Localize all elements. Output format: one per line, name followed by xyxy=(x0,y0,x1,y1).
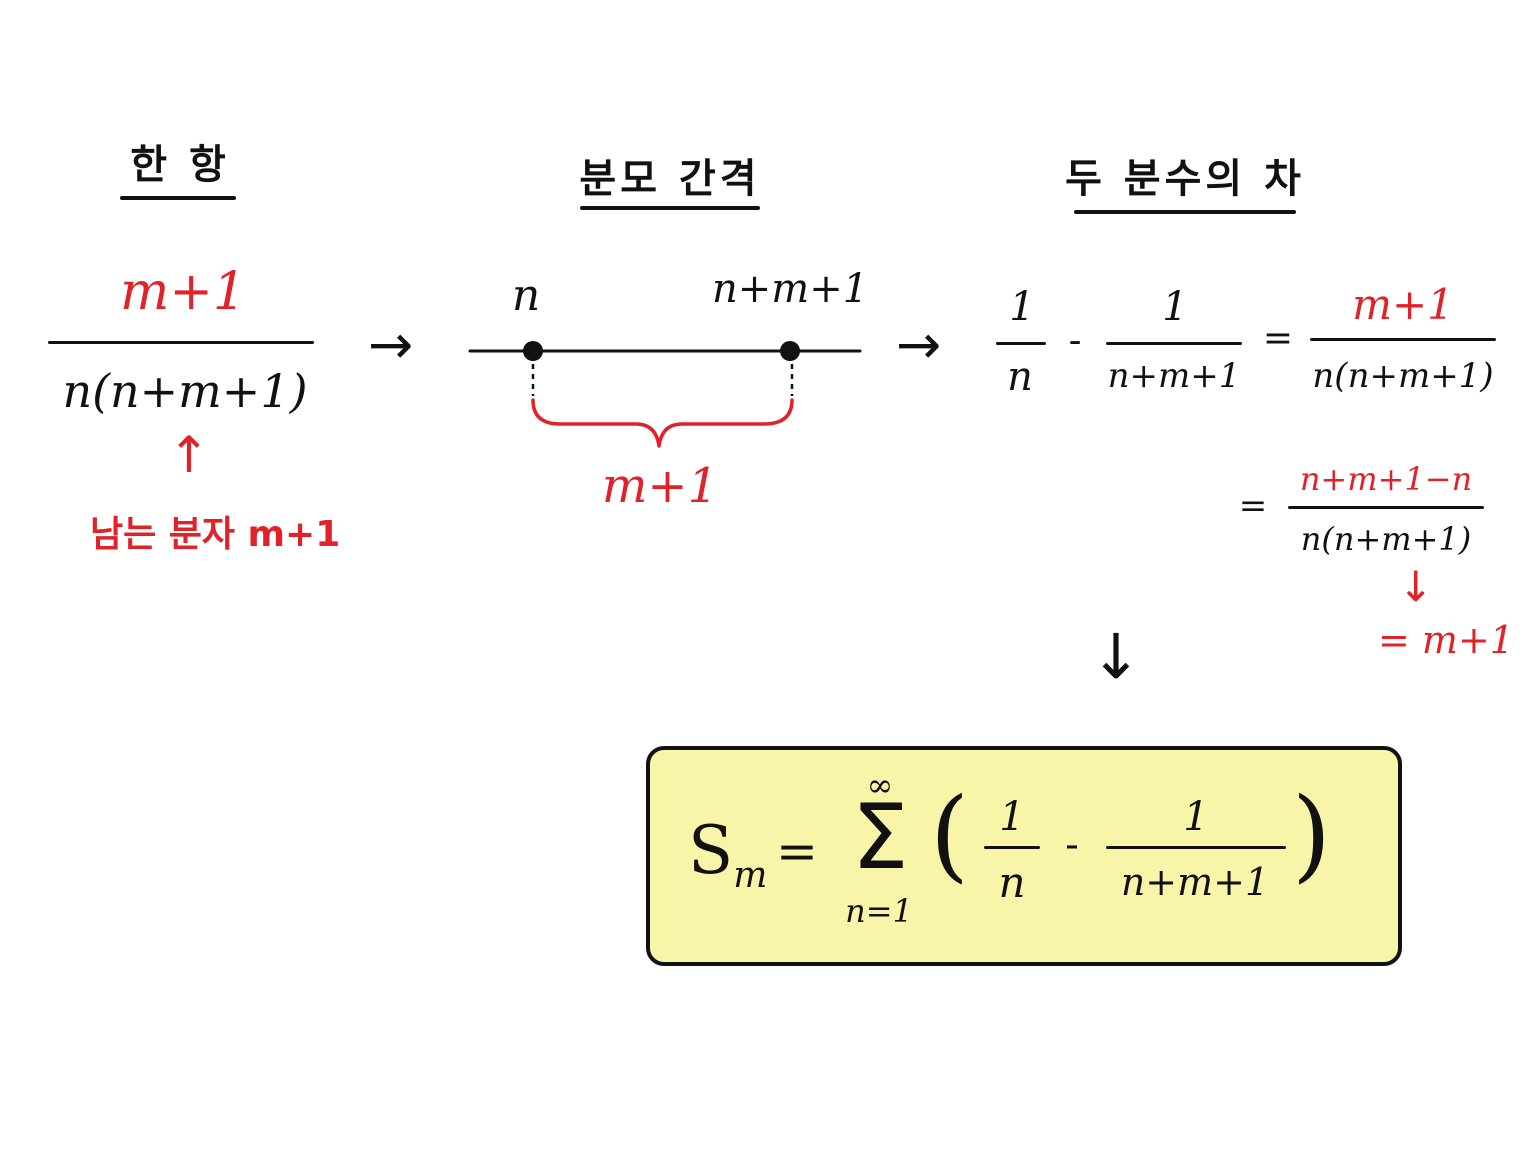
summation-lower-limit: n=1 xyxy=(845,892,913,930)
diff-frac1-denominator: n xyxy=(1007,354,1033,400)
heading-fraction-difference: 두 분수의 차 xyxy=(1065,156,1305,202)
left-point-dot xyxy=(523,341,543,361)
heading-fraction-difference-underline xyxy=(1074,210,1296,214)
right-arrow-icon: → xyxy=(368,313,414,376)
result-frac2-numerator: 1 xyxy=(1183,794,1209,840)
result-equals-sign: = xyxy=(776,822,818,880)
summation-sigma: Σ xyxy=(851,785,909,890)
heading-denominator-gap: 분모 간격 xyxy=(579,156,761,202)
result-box xyxy=(646,746,1402,966)
right-point-dot xyxy=(780,341,800,361)
summation-upper-limit: ∞ xyxy=(866,766,894,804)
result-frac2-denominator: n+m+1 xyxy=(1120,860,1270,904)
term-fraction-bar xyxy=(48,341,314,344)
result-frac2-bar xyxy=(1106,846,1286,849)
gap-label: m+1 xyxy=(601,458,719,514)
diff-frac2-numerator: 1 xyxy=(1162,284,1188,330)
number-line-left-label: n xyxy=(511,270,541,321)
diff-minus-sign: - xyxy=(1068,318,1082,362)
result-lhs-s: S xyxy=(688,812,734,889)
number-line-right-label: n+m+1 xyxy=(712,266,869,312)
heading-one-term-underline xyxy=(120,196,236,200)
result-open-paren: ( xyxy=(930,776,970,893)
step3-result: = m+1 xyxy=(1378,618,1514,662)
diff-frac1-bar xyxy=(996,342,1046,345)
result-frac1-numerator: 1 xyxy=(999,794,1025,840)
down-arrow-small-icon: ↓ xyxy=(1398,562,1434,611)
right-arrow-icon: → xyxy=(896,313,942,376)
up-arrow-icon: ↑ xyxy=(168,426,210,484)
gap-brace xyxy=(531,398,794,448)
diff-result-bar xyxy=(1310,338,1496,341)
diff-result-denominator: n(n+m+1) xyxy=(1312,356,1494,396)
diff-equals-sign: = xyxy=(1262,318,1294,359)
heading-denominator-gap-underline xyxy=(580,206,760,210)
result-close-paren: ) xyxy=(1292,776,1332,893)
diff-frac2-denominator: n+m+1 xyxy=(1107,356,1241,396)
down-arrow-icon: ↓ xyxy=(1090,620,1142,693)
step2-bar xyxy=(1288,506,1484,509)
result-frac1-denominator: n xyxy=(998,858,1026,907)
result-minus-sign: - xyxy=(1065,822,1079,868)
diff-result-numerator: m+1 xyxy=(1352,280,1454,329)
term-denominator: n(n+m+1) xyxy=(62,364,308,418)
result-lhs: Sm xyxy=(688,812,767,896)
diff-frac1-numerator: 1 xyxy=(1009,284,1035,330)
diff-frac2-bar xyxy=(1106,342,1242,345)
step2-numerator: n+m+1−n xyxy=(1299,460,1473,498)
heading-one-term: 한 항 xyxy=(130,142,230,188)
step2-denominator: n(n+m+1) xyxy=(1300,520,1472,558)
leftover-numerator-note: 남는 분자 m+1 xyxy=(90,514,341,555)
term-numerator: m+1 xyxy=(120,262,246,322)
result-lhs-subscript: m xyxy=(733,855,768,896)
step2-equals-sign: = xyxy=(1238,486,1268,526)
result-frac1-bar xyxy=(984,846,1040,849)
